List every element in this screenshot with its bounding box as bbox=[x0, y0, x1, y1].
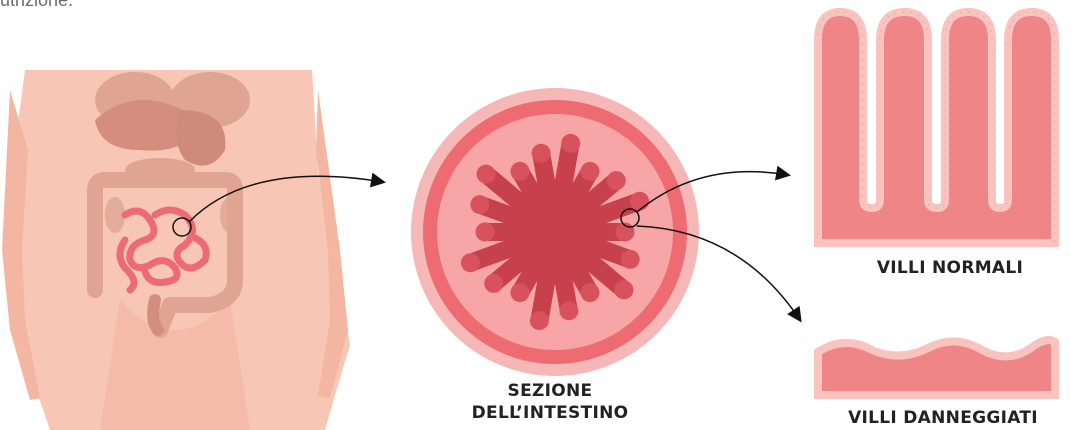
damaged-villi-label: VILLI DANNEGGIATI bbox=[815, 408, 1071, 428]
villus-tip bbox=[614, 280, 633, 299]
section-label-line1: SEZIONE bbox=[430, 380, 670, 402]
rectum bbox=[153, 300, 158, 330]
intestine-cross-section bbox=[411, 88, 699, 376]
villus-tip bbox=[559, 301, 578, 320]
villus-tip bbox=[511, 283, 530, 302]
normal-villi-label: VILLI NORMALI bbox=[840, 258, 1060, 278]
damaged-villi-illustration bbox=[818, 340, 1055, 395]
villus-tip bbox=[530, 311, 549, 330]
section-label: SEZIONE DELL’INTESTINO bbox=[430, 380, 670, 424]
villus-tip bbox=[461, 253, 480, 272]
section-label-line2: DELL’INTESTINO bbox=[430, 402, 670, 424]
damaged-villi-shape bbox=[818, 340, 1055, 395]
villus-tip bbox=[561, 134, 580, 153]
villus-tip bbox=[476, 223, 495, 242]
villus-tip bbox=[470, 195, 489, 214]
villus-tip bbox=[511, 162, 530, 181]
villus-tip bbox=[581, 162, 600, 181]
villus-tip bbox=[477, 165, 496, 184]
villus-tip bbox=[630, 192, 649, 211]
villus-tip bbox=[607, 171, 626, 190]
normal-villi-illustration bbox=[818, 12, 1055, 243]
villus-tip bbox=[621, 250, 640, 269]
villus-tip bbox=[532, 144, 551, 163]
torso-illustration bbox=[2, 70, 350, 430]
villus-tip bbox=[484, 274, 503, 293]
villus-tip bbox=[581, 283, 600, 302]
